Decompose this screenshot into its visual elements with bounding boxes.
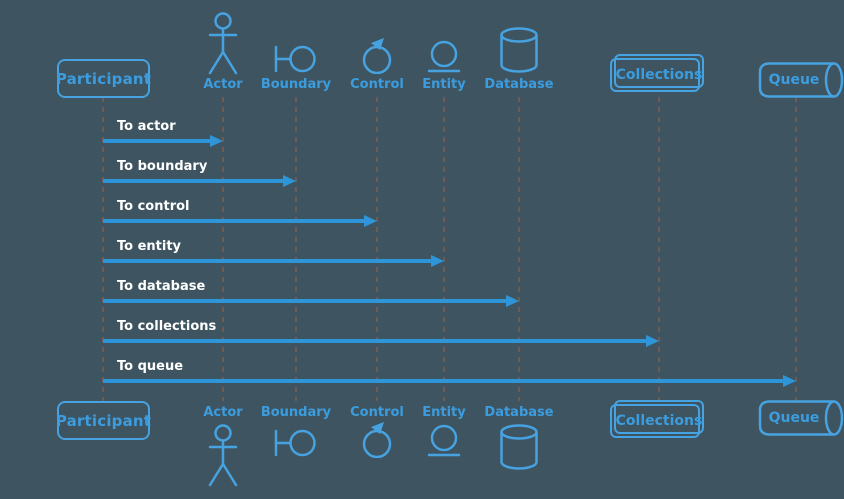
entity-label-bottom: Entity [422,405,466,420]
control-icon [360,38,394,74]
entity-icon [426,424,462,458]
message-arrow [103,335,659,347]
actor-label-top: Actor [203,77,243,92]
entity-icon [426,40,462,74]
message-label: To control [117,199,190,214]
lifeline-participant [102,97,104,401]
message-arrow [103,255,444,267]
actor-icon [205,423,241,489]
participant-label: Participant [55,411,152,430]
lifeline-actor [222,97,224,401]
queue-head-bottom: Queue [757,399,844,437]
lifeline-collections [658,97,660,401]
database-label-top: Database [484,77,554,92]
control-label-top: Control [350,77,404,92]
stacked-box-back [610,58,700,92]
database-label-bottom: Database [484,405,554,420]
horizontal-cylinder-shape [757,61,844,99]
message-label: To actor [117,119,176,134]
queue-label: Queue [768,410,820,426]
horizontal-cylinder-shape [757,399,844,437]
actor-label-bottom: Actor [203,405,243,420]
message-label: To database [117,279,206,294]
message-label: To boundary [117,159,208,174]
stacked-box-front [614,54,704,88]
lifeline-control [376,97,378,401]
collections-label: Collections [615,413,703,429]
message-label: To queue [117,359,184,374]
message-label: To collections [117,319,217,334]
entity-label-top: Entity [422,77,466,92]
collections-head-bottom: Collections [610,400,708,442]
queue-label: Queue [768,72,820,88]
boundary-icon [273,428,319,458]
collections-head-top: Collections [610,54,708,96]
stacked-box-front [614,400,704,434]
control-icon [360,422,394,458]
lifeline-database [518,97,520,401]
participant-head-top: Participant [55,59,152,98]
lifeline-boundary [295,97,297,401]
message-arrow [103,215,377,227]
boundary-label-bottom: Boundary [260,405,332,420]
participant-head-bottom: Participant [55,401,152,440]
stacked-box-back [610,404,700,438]
message-arrow [103,375,796,387]
message-arrow [103,135,223,147]
message-arrow [103,175,296,187]
message-label: To entity [117,239,182,254]
database-cylinder-icon [499,26,539,74]
actor-icon [205,11,241,77]
boundary-icon [273,44,319,74]
control-label-bottom: Control [350,405,404,420]
participant-label: Participant [55,69,152,88]
lifeline-queue [795,97,797,401]
collections-label: Collections [615,67,703,83]
database-cylinder-icon [499,423,539,471]
queue-head-top: Queue [757,61,844,99]
message-arrow [103,295,519,307]
boundary-label-top: Boundary [260,77,332,92]
lifeline-entity [443,97,445,401]
